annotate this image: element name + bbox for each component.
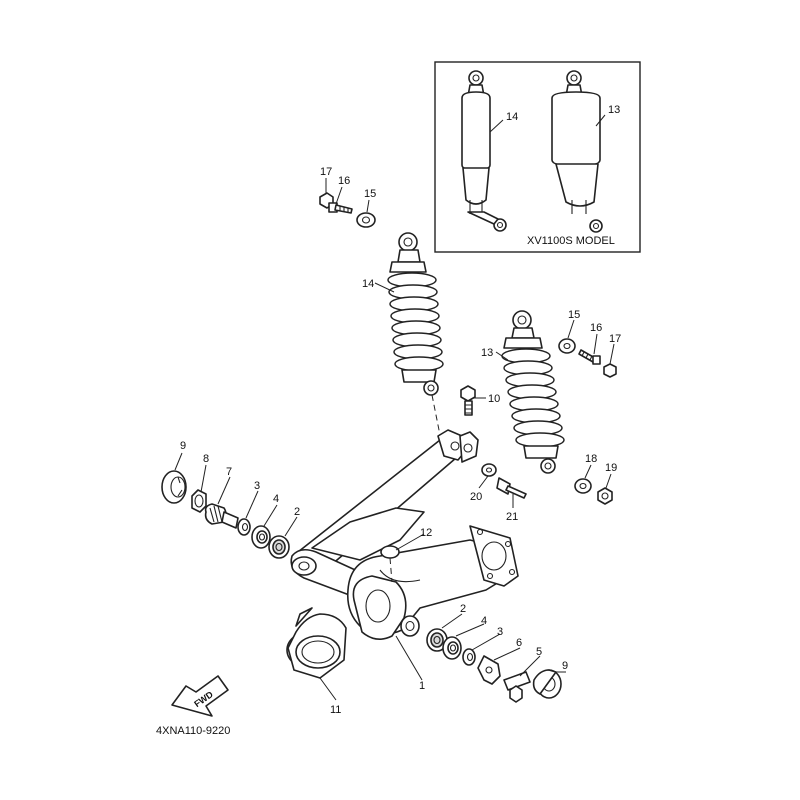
inset-frame [434, 61, 641, 253]
inset-model-label: XV1100S MODEL [527, 235, 615, 247]
callout-11: 11 [330, 704, 341, 716]
callout-16-right: 16 [590, 322, 602, 334]
bolt-10 [460, 385, 476, 416]
callout-18: 18 [585, 453, 597, 465]
callout-4-left: 4 [273, 493, 279, 505]
swingarm-1 [290, 429, 519, 640]
shock-absorber-14 [387, 232, 444, 396]
callouts: 17 16 15 14 15 16 17 13 10 9 8 7 3 4 2 1… [180, 166, 621, 716]
callout-3-right: 3 [497, 626, 503, 638]
bearing-4-left [251, 525, 271, 549]
callout-9-right: 9 [562, 660, 568, 672]
callout-1: 1 [419, 680, 425, 692]
boot-11 [286, 607, 347, 679]
callout-16-upper: 16 [338, 175, 350, 187]
callout-12: 12 [420, 527, 432, 539]
nut-17-right [603, 363, 617, 378]
inset-callout-14: 14 [506, 111, 518, 123]
callout-7: 7 [226, 466, 232, 478]
callout-2-left: 2 [294, 506, 300, 518]
callout-6: 6 [516, 637, 522, 649]
inset-callout-13: 13 [608, 104, 620, 116]
callout-5: 5 [536, 646, 542, 658]
callout-8: 8 [203, 453, 209, 465]
inset-panel: 14 13 XV1100S MODEL [434, 61, 641, 253]
washer-15-right [558, 338, 576, 354]
diagram-code: 4XNA110-9220 [156, 725, 230, 737]
inset-shock-13 [551, 70, 603, 233]
callout-21: 21 [506, 511, 518, 523]
cap-9-right [532, 669, 562, 699]
bearing-4-right [442, 636, 462, 660]
callout-10: 10 [488, 393, 500, 405]
callout-14: 14 [362, 278, 374, 290]
washer-18 [574, 478, 592, 494]
callout-15-upper: 15 [364, 188, 376, 200]
inset-shock-14 [461, 70, 507, 232]
pivot-shaft-7 [204, 503, 239, 529]
callout-17-right: 17 [609, 333, 621, 345]
bolt-21 [496, 477, 527, 499]
callout-17-upper: 17 [320, 166, 332, 178]
callout-20: 20 [470, 491, 482, 503]
plate-6 [477, 655, 501, 685]
bolt-16-upper [328, 202, 353, 214]
callout-13: 13 [481, 347, 493, 359]
callout-2-right: 2 [460, 603, 466, 615]
fwd-arrow: FWD [171, 675, 229, 717]
pivot-bolt-5 [503, 671, 531, 703]
bolt-16-right [578, 349, 601, 365]
seal-3-left [237, 518, 251, 536]
callout-9-left: 9 [180, 440, 186, 452]
washer-20 [481, 463, 497, 477]
bearing-2-right [426, 628, 448, 652]
callout-15-right: 15 [568, 309, 580, 321]
washer-15-upper [356, 212, 376, 228]
callout-3-left: 3 [254, 480, 260, 492]
bearing-2-left [268, 535, 290, 559]
callout-4-right: 4 [481, 615, 487, 627]
cap-12 [380, 545, 400, 583]
shock-absorber-13 [501, 310, 565, 474]
callout-19: 19 [605, 462, 617, 474]
locknut-8 [191, 489, 207, 513]
seal-3-right [462, 648, 476, 666]
nut-19 [597, 487, 613, 505]
cap-9-left [161, 470, 187, 504]
leader-lines [174, 178, 615, 701]
